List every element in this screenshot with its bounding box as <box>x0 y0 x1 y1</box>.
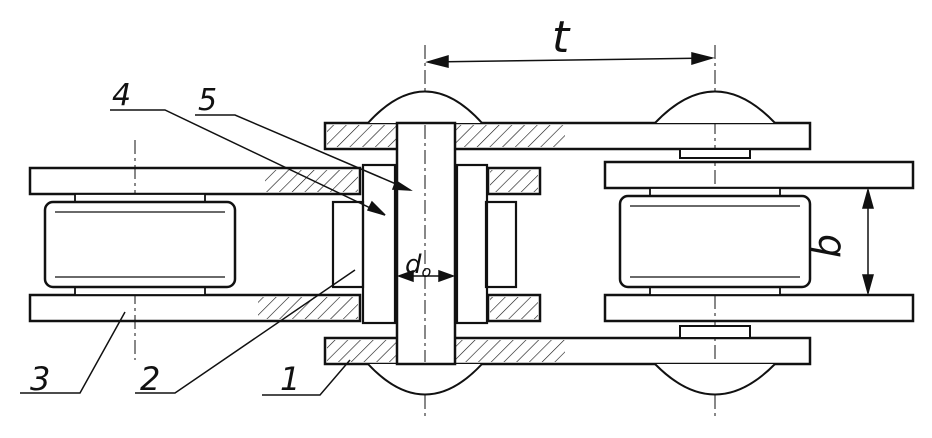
roller-width-arrow-top <box>862 187 874 209</box>
pin-diameter-label: do <box>405 250 432 281</box>
outer-plate-bottom <box>323 336 812 366</box>
leader-3 <box>20 311 126 394</box>
rivet-head-bottom-middle <box>367 363 483 396</box>
bushing-left-wall <box>361 163 397 325</box>
leader-2 <box>135 269 356 394</box>
leader-lines <box>20 109 413 396</box>
roller-width-label: b <box>805 234 849 258</box>
rivet-head-bottom-right <box>654 363 776 396</box>
inner-plate-right-bottom <box>603 293 915 323</box>
pin <box>395 121 457 366</box>
part-label-5: 5 <box>198 83 217 118</box>
pitch-arrow-left <box>425 54 449 68</box>
outer-plate-top <box>323 121 812 151</box>
inner-plate-mid-bottom-hatch <box>490 297 538 319</box>
inner-plate-left-top-hatch <box>265 170 358 192</box>
spacer-top-right <box>679 148 751 159</box>
leader-5-arrow <box>391 179 413 191</box>
roller-left <box>43 200 237 289</box>
part-label-3: 3 <box>30 360 50 398</box>
inner-plate-mid-top-hatch <box>490 170 538 192</box>
pin-diameter-dimension <box>396 269 456 283</box>
pin-diameter-symbol: d <box>405 250 422 280</box>
part-label-2: 2 <box>140 360 160 398</box>
leader-4 <box>110 109 386 216</box>
roller-width-dimension <box>810 187 905 296</box>
pitch-dimension <box>425 52 715 68</box>
leader-4-arrow <box>366 200 386 216</box>
pin-diameter-arrow-right <box>438 269 456 283</box>
rollers <box>43 194 812 289</box>
part-label-4: 4 <box>112 78 131 113</box>
pitch-arrow-right <box>691 52 715 66</box>
outer-plate-bottom-hatch-right <box>455 340 565 362</box>
pin-body <box>395 121 457 366</box>
bushing-right-wall <box>455 163 489 325</box>
roller-right <box>618 194 812 289</box>
leader-5 <box>195 114 411 191</box>
outer-plate-top-hatch-right <box>455 125 565 147</box>
spacer-bottom-right <box>679 325 751 339</box>
roller-width-arrow-bottom <box>862 274 874 296</box>
roller-section-right <box>484 200 518 289</box>
outer-plate-bottom-hatch-left <box>327 340 397 362</box>
outer-plates <box>323 121 812 366</box>
pin-diameter-subscript: o <box>422 262 432 281</box>
pitch-label: t <box>552 12 571 63</box>
pin-diameter-arrow-left <box>396 269 414 283</box>
pitch-dimension-line <box>427 57 713 63</box>
part-label-1: 1 <box>280 360 300 398</box>
rivet-head-top-middle <box>367 90 483 124</box>
rivet-heads <box>367 90 776 396</box>
inner-plate-left-bottom-hatch <box>258 297 358 319</box>
bushing <box>361 163 489 325</box>
inner-plate-right-top <box>603 160 915 190</box>
rivet-head-top-right <box>654 90 776 124</box>
outer-plate-top-hatch-left <box>327 125 397 147</box>
leader-1 <box>262 359 351 396</box>
